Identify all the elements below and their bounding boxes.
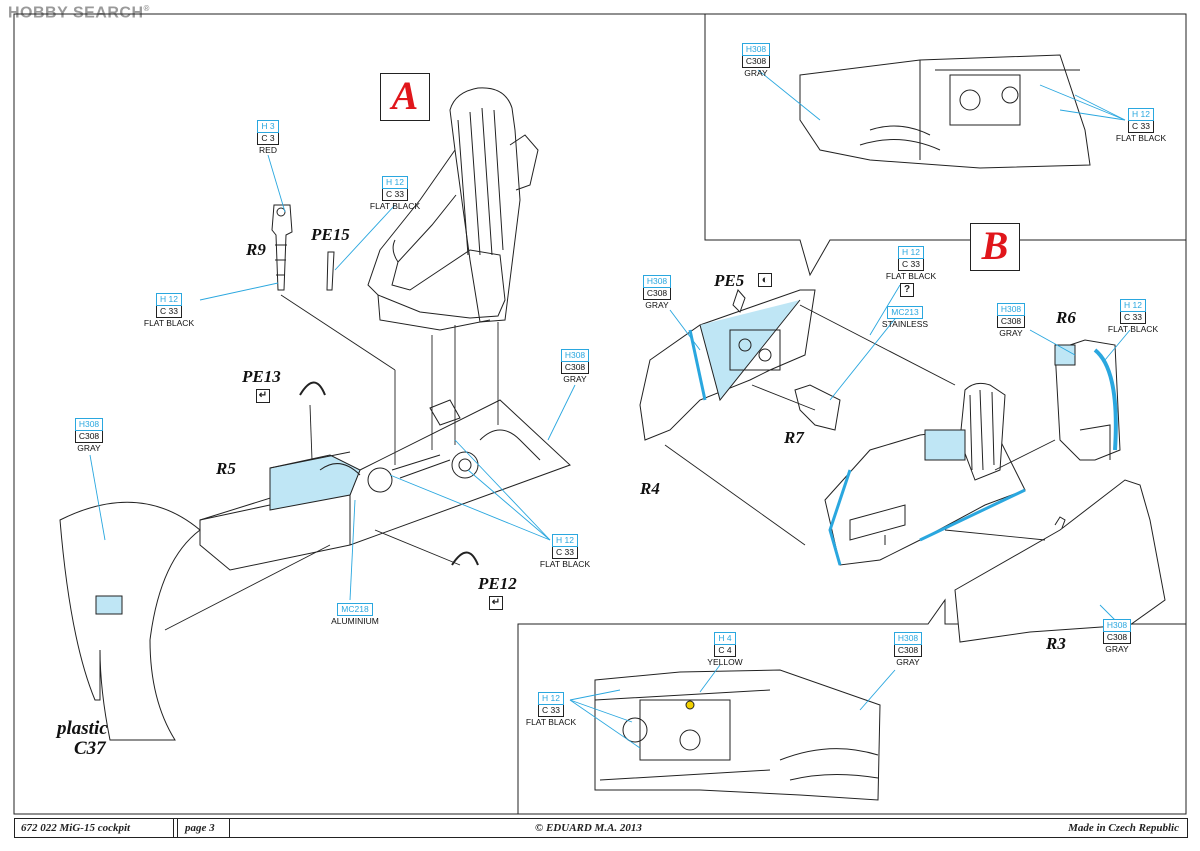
part-r6 (1054, 339, 1121, 461)
page-footer: 672 022 MiG-15 cockpit page 3 © EDUARD M… (14, 818, 1188, 838)
part-label-c37: C37 (74, 738, 106, 759)
footer-kit: 672 022 MiG-15 cockpit (21, 822, 131, 834)
part-label-pe13: PE13 (242, 367, 281, 386)
part-label-pe12: PE12 (478, 574, 517, 593)
bottom-inset-panel (594, 669, 881, 801)
page-border (13, 13, 1187, 815)
part-pe13 (299, 381, 326, 396)
part-r3 (954, 479, 1166, 643)
part-label-plastic: plastic (57, 718, 108, 739)
part-r7 (794, 384, 841, 431)
paint-leaders (89, 69, 1131, 749)
part-label-r9: R9 (246, 240, 266, 259)
footer-origin: Made in Czech Republic (1068, 822, 1179, 834)
part-c37 (59, 501, 201, 741)
part-pe15 (326, 251, 335, 291)
part-r9 (271, 204, 293, 291)
footer-copyright: © EDUARD M.A. 2013 (535, 822, 642, 834)
part-label-r7: R7 (784, 428, 804, 447)
part-label-r3: R3 (1046, 634, 1066, 653)
cockpit-floor (199, 399, 571, 571)
footer-page: page 3 (185, 822, 215, 834)
part-label-r4: R4 (640, 479, 660, 498)
assembly-lines-a (164, 294, 499, 631)
section-a-marker: A (380, 73, 430, 121)
ejection-seat (367, 87, 539, 331)
cockpit-assembly-b (824, 382, 1026, 566)
question-icon: ? (900, 283, 914, 297)
fold-icon-pe13: ↵ (256, 389, 270, 403)
assembly-lines-b (664, 304, 1056, 546)
top-inset-frame (704, 14, 1186, 277)
fold-icon-pe12: ↵ (489, 596, 503, 610)
bend-icon-pe5: ◐ (758, 273, 772, 287)
part-label-r5: R5 (216, 459, 236, 478)
part-pe12 (451, 551, 479, 566)
top-inset-panel (799, 54, 1091, 169)
watermark: HOBBY SEARCH® (8, 4, 150, 22)
part-r4 (639, 289, 816, 441)
part-label-pe5: PE5 (714, 271, 745, 290)
part-label-pe15: PE15 (311, 225, 350, 244)
section-b-marker: B (970, 223, 1020, 271)
part-label-r6: R6 (1056, 308, 1076, 327)
